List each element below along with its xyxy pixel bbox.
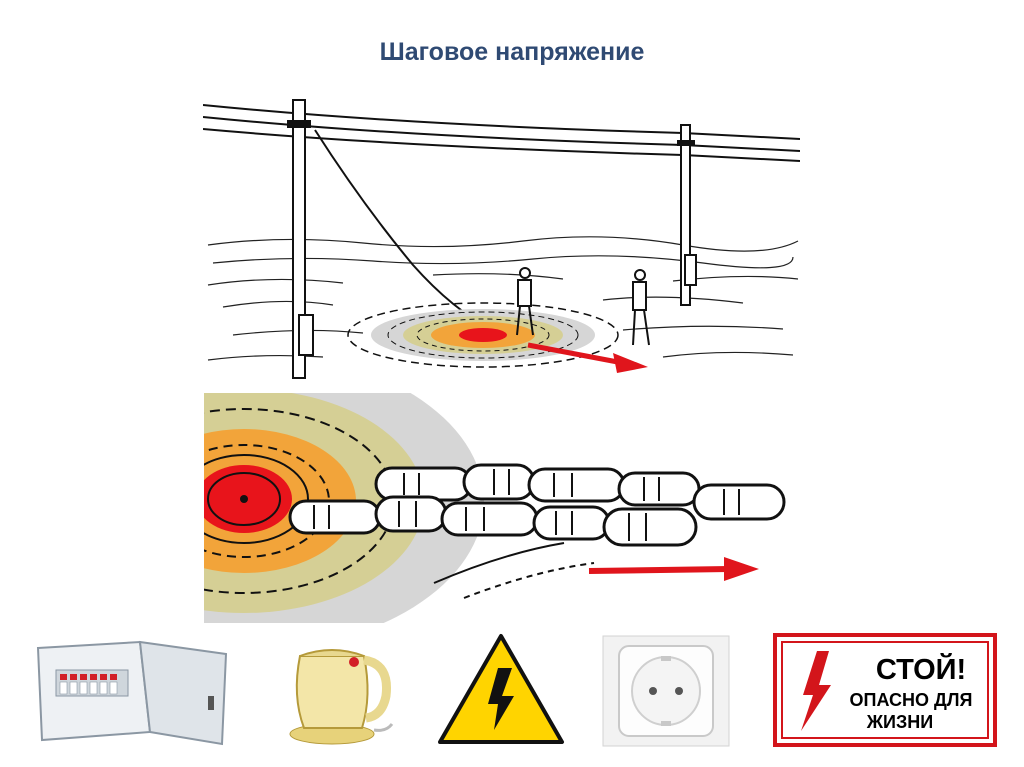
ground-texture [207, 236, 799, 361]
power-line-illustration [203, 99, 800, 379]
stop-sign-line2: ОПАСНО ДЛЯ [850, 690, 973, 710]
direction-arrow-bottom [588, 557, 759, 581]
electric-kettle-icon [289, 649, 394, 745]
power-socket-icon [602, 635, 730, 747]
person-far [632, 269, 650, 346]
potential-zones [347, 302, 619, 368]
person-near [516, 267, 534, 336]
stop-sign-icon: СТОЙ! ОПАСНО ДЛЯ ЖИЗНИ [773, 633, 997, 747]
footsteps-illustration [204, 393, 786, 623]
electrical-panel-icon [36, 640, 228, 746]
page-title: Шаговое напряжение [379, 38, 645, 66]
stop-sign-line3: ЖИЗНИ [866, 712, 933, 732]
power-pole-left [287, 99, 314, 379]
direction-arrow-top [527, 342, 648, 373]
footsteps [288, 463, 786, 547]
power-pole-right [677, 124, 697, 306]
high-voltage-warning-icon [438, 634, 564, 744]
stop-sign-line1: СТОЙ! [876, 652, 966, 686]
